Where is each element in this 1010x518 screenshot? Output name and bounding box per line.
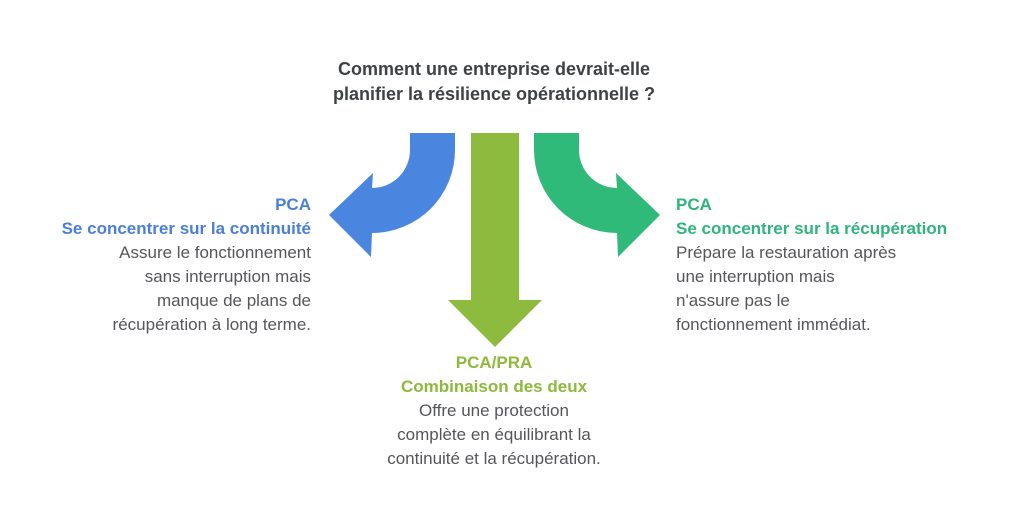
page-title: Comment une entreprise devrait-elle plan… xyxy=(333,57,655,107)
branch-right-heading: PCA xyxy=(676,195,712,214)
branch-left-description: Assure le fonctionnement sans interrupti… xyxy=(62,241,311,337)
description-line: Assure le fonctionnement xyxy=(119,243,311,262)
description-line: une interruption mais xyxy=(676,267,835,286)
description-line: Prépare la restauration après xyxy=(676,243,897,262)
branch-bottom-heading: PCA/PRA xyxy=(455,353,533,372)
description-line: complète en équilibrant la xyxy=(397,425,591,444)
page-title-line-2: planifier la résilience opérationnelle ? xyxy=(332,84,656,104)
straight-arrow-down-icon xyxy=(448,133,542,347)
branch-left-heading: PCA xyxy=(275,195,311,214)
branch-left-continuity: PCA Se concentrer sur la continuité Assu… xyxy=(62,193,311,337)
description-line: Offre une protection xyxy=(419,401,569,420)
branch-right-subheading: Se concentrer sur la récupération xyxy=(676,219,948,238)
branch-bottom-description: Offre une protection complète en équilib… xyxy=(387,399,601,471)
branch-right-recovery: PCA Se concentrer sur la récupération Pr… xyxy=(676,193,947,337)
branch-right-description: Prépare la restauration après une interr… xyxy=(676,241,947,337)
description-line: sans interruption mais xyxy=(144,267,311,286)
branch-bottom-subheading: Combinaison des deux xyxy=(400,377,588,396)
curved-arrow-left-icon xyxy=(329,133,455,257)
description-line: continuité et la récupération. xyxy=(387,449,601,468)
page-title-line-1: Comment une entreprise devrait-elle xyxy=(337,59,651,79)
description-line: fonctionnement immédiat. xyxy=(676,315,871,334)
description-line: récupération à long terme. xyxy=(112,315,311,334)
branch-bottom-combination: PCA/PRA Combinaison des deux Offre une p… xyxy=(387,351,601,471)
description-line: n'assure pas le xyxy=(676,291,790,310)
branch-left-subheading: Se concentrer sur la continuité xyxy=(61,219,311,238)
curved-arrow-right-icon xyxy=(534,133,660,257)
description-line: manque de plans de xyxy=(156,291,311,310)
